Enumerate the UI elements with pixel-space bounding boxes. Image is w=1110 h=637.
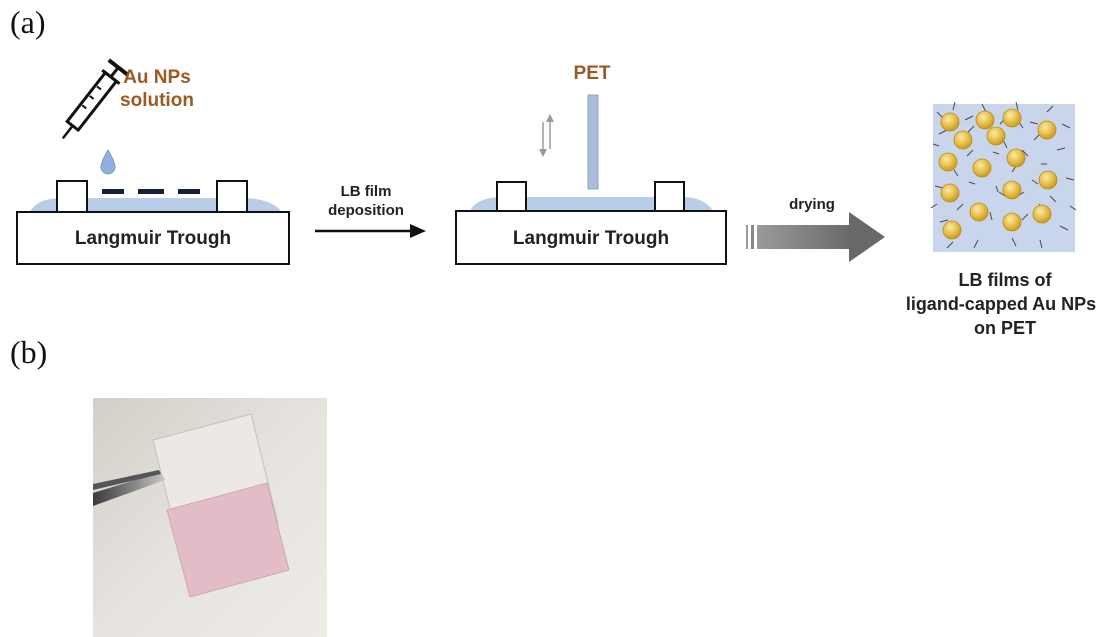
panel-label-a: (a)	[10, 4, 46, 40]
solution-label-line2: solution	[120, 90, 194, 111]
barrier-left-2	[496, 181, 527, 212]
langmuir-trough-2	[455, 210, 727, 265]
deposition-label-line1: LB film	[340, 183, 392, 200]
barrier-right-1	[216, 180, 248, 213]
barrier-left-1	[56, 180, 88, 213]
panel-label-b: (b)	[10, 334, 48, 370]
result-caption-line1: LB films of	[958, 270, 1052, 290]
langmuir-trough-1	[16, 211, 290, 265]
syringe-icon	[61, 58, 129, 140]
tweezers-icon	[93, 472, 165, 506]
drying-label: drying	[789, 196, 835, 213]
np-film-illustration	[930, 101, 1077, 252]
pink-np-coating	[166, 482, 290, 598]
trough-label-2: Langmuir Trough	[512, 228, 670, 249]
result-caption-line3: on PET	[974, 318, 1036, 338]
drying-arrow	[746, 212, 885, 262]
up-down-arrows-icon	[539, 114, 554, 157]
np-layer-dashes	[102, 189, 200, 194]
barrier-right-2	[654, 181, 685, 212]
trough-water-2	[470, 197, 713, 211]
deposition-label-line2: deposition	[328, 202, 404, 219]
deposition-arrow	[315, 224, 426, 238]
result-caption-line2: ligand-capped Au NPs	[905, 294, 1097, 314]
sample-photo	[93, 398, 327, 637]
pet-substrate	[587, 94, 599, 190]
trough-label-1: Langmuir Trough	[74, 228, 232, 249]
pet-label: PET	[573, 63, 611, 84]
droplet-icon	[100, 149, 116, 175]
solution-label-line1: Au NPs	[123, 67, 191, 88]
